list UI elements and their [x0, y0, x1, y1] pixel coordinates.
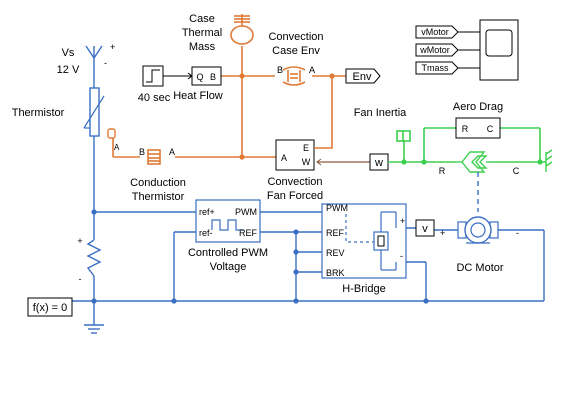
- heat-flow-port-q: Q: [196, 72, 203, 82]
- fan-port-w: W: [302, 157, 311, 167]
- v-label: v: [422, 223, 428, 235]
- convection-case-env-block[interactable]: B A Convection Case Env: [268, 31, 324, 86]
- thermistor-label: Thermistor: [12, 107, 65, 119]
- fan-to-env-line: [314, 76, 333, 149]
- drag-port-r: R: [462, 124, 469, 134]
- case-thermal-mass-label-2: Thermal: [182, 27, 222, 39]
- w-signal-arrow: [316, 158, 322, 166]
- resistor-plus: +: [77, 236, 82, 246]
- resistor[interactable]: + -: [77, 236, 102, 284]
- pwm-port-ref: REF: [239, 228, 258, 238]
- step-source-block[interactable]: 40 sec: [138, 65, 171, 104]
- voltage-source-vs[interactable]: Vs 12 V + -: [57, 42, 116, 76]
- convection-case-env-label-1: Convection: [268, 31, 323, 43]
- mech-port-c: C: [513, 166, 520, 176]
- scope-signal-lines: [458, 31, 480, 69]
- resistor-minus: -: [79, 274, 82, 284]
- scope-icon: [485, 29, 513, 57]
- thermal-junctions: [239, 73, 245, 160]
- case-thermal-mass-label-1: Case: [189, 13, 215, 25]
- dc-motor-label: DC Motor: [456, 262, 503, 274]
- cond-port-a: A: [169, 147, 175, 157]
- env-label: Env: [353, 71, 372, 83]
- conv-case-port-a: A: [309, 65, 315, 75]
- electrical-junctions: [91, 209, 429, 304]
- aero-drag-label: Aero Drag: [453, 101, 503, 113]
- conduction-thermistor-block[interactable]: B A Conduction Thermistor: [130, 147, 186, 203]
- hb-port-rev: REV: [326, 248, 345, 258]
- mechanical-ground-icon: [545, 149, 553, 172]
- case-thermal-mass-label-3: Mass: [189, 41, 216, 53]
- solver-config-block[interactable]: f(x) = 0: [27, 297, 73, 317]
- h-bridge-block[interactable]: PWM REF REV BRK + - H-Bridge: [321, 203, 407, 295]
- pwm-label-2: Voltage: [210, 261, 247, 273]
- thermistor-port-a: A: [114, 143, 120, 152]
- controlled-pwm-voltage-block[interactable]: ref+ ref- PWM REF Controlled PWM Voltage: [188, 199, 268, 273]
- thermal-network: [112, 46, 346, 158]
- rotational-converter[interactable]: R C: [439, 151, 520, 176]
- hb-port-ref: REF: [326, 228, 345, 238]
- scope-inputs[interactable]: vMotor wMotor Tmass: [415, 25, 459, 75]
- hb-port-plus: +: [400, 216, 405, 226]
- motor-minus: -: [516, 228, 519, 238]
- convection-case-env-label-2: Case Env: [272, 45, 320, 57]
- convection-fan-forced-block[interactable]: A E W Convection Fan Forced: [267, 139, 323, 202]
- pwm-label-1: Controlled PWM: [188, 247, 268, 259]
- fan-port-a: A: [281, 153, 287, 163]
- scope-input-wmotor: wMotor: [419, 45, 450, 55]
- convection-fan-forced-label-1: Convection: [267, 176, 322, 188]
- aero-drag-block[interactable]: R C Aero Drag: [453, 101, 503, 139]
- pwm-port-ref-plus: ref+: [199, 207, 215, 217]
- mechanical-junctions: [401, 159, 543, 165]
- env-block[interactable]: Env: [345, 68, 381, 84]
- drag-port-c: C: [487, 124, 494, 134]
- conduction-thermistor-label-1: Conduction: [130, 177, 186, 189]
- mech-port-r: R: [439, 166, 446, 176]
- motor-plus: +: [440, 228, 445, 238]
- w-sensor-block[interactable]: w: [369, 153, 389, 171]
- hb-port-minus: -: [400, 251, 403, 261]
- vs-plus: +: [110, 42, 115, 52]
- conv-case-port-b: B: [277, 65, 283, 75]
- fan-inertia-block[interactable]: Fan Inertia: [354, 107, 411, 142]
- cond-port-b: B: [139, 147, 145, 157]
- conduction-thermistor-label-2: Thermistor: [132, 191, 185, 203]
- hb-port-brk: BRK: [326, 268, 345, 278]
- hb-port-pwm: PWM: [326, 203, 348, 213]
- electrical-network: [72, 58, 545, 325]
- convection-fan-forced-label-2: Fan Forced: [267, 190, 323, 202]
- pwm-port-pwm: PWM: [235, 207, 257, 217]
- fx-label: f(x) = 0: [33, 302, 68, 314]
- scope-input-vmotor: vMotor: [421, 27, 449, 37]
- dc-motor-block[interactable]: + - DC Motor: [440, 216, 519, 274]
- h-bridge-label: H-Bridge: [342, 283, 385, 295]
- ground-icon: [84, 324, 104, 334]
- pwm-port-ref-minus: ref-: [199, 228, 213, 238]
- scope-block[interactable]: [479, 19, 519, 81]
- scope-input-tmass: Tmass: [422, 63, 450, 73]
- vs-minus: -: [104, 58, 107, 68]
- vs-value: 12 V: [57, 64, 80, 76]
- step-time-label: 40 sec: [138, 92, 171, 104]
- env-junction: [329, 73, 335, 79]
- heat-flow-label: Heat Flow: [173, 90, 223, 102]
- case-thermal-mass[interactable]: Case Thermal Mass: [182, 13, 254, 53]
- heat-flow-port-b: B: [210, 72, 216, 82]
- vs-label: Vs: [62, 47, 75, 59]
- v-sensor-block[interactable]: v: [415, 219, 435, 237]
- thermistor-block[interactable]: Thermistor A: [12, 87, 120, 152]
- fan-port-e: E: [303, 143, 309, 153]
- heat-flow-block[interactable]: Q B Heat Flow: [173, 66, 223, 102]
- fan-inertia-label: Fan Inertia: [354, 107, 407, 119]
- w-label: w: [374, 157, 383, 169]
